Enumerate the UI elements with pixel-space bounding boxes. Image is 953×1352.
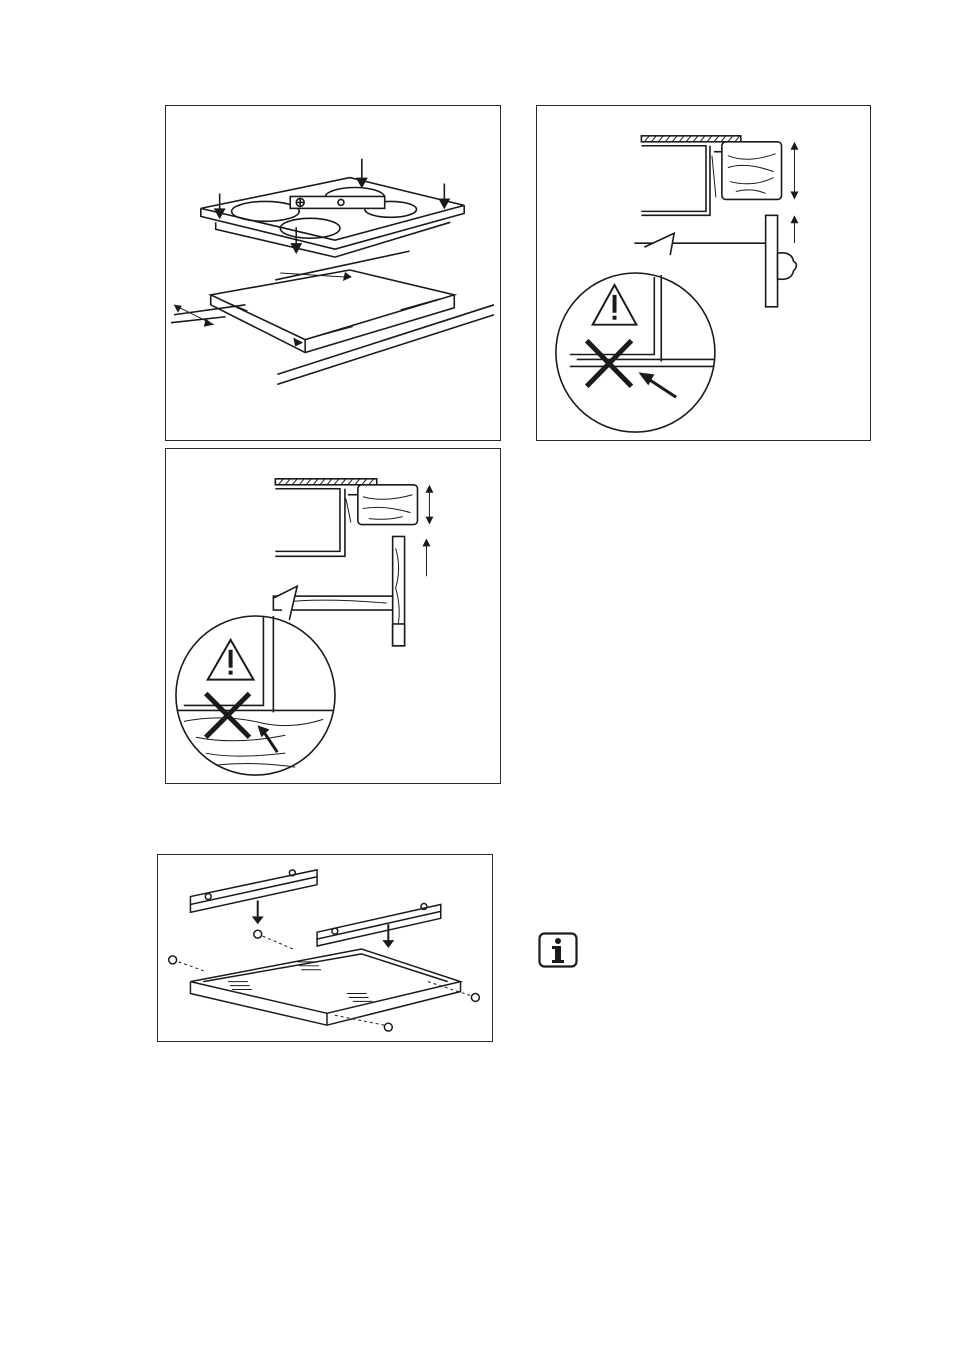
drawer-under-hob-figure [165, 448, 501, 784]
hob-installation-figure [165, 105, 501, 441]
oven-below-worktop-warning-illustration [537, 106, 870, 440]
oven-under-hob-figure [536, 105, 871, 441]
info-icon [538, 932, 578, 968]
drawer-below-worktop-warning-illustration [166, 449, 500, 783]
protection-box-brackets-screws-illustration [158, 855, 492, 1041]
hob-into-cutout-illustration [166, 106, 500, 440]
protection-box-figure [157, 854, 493, 1042]
